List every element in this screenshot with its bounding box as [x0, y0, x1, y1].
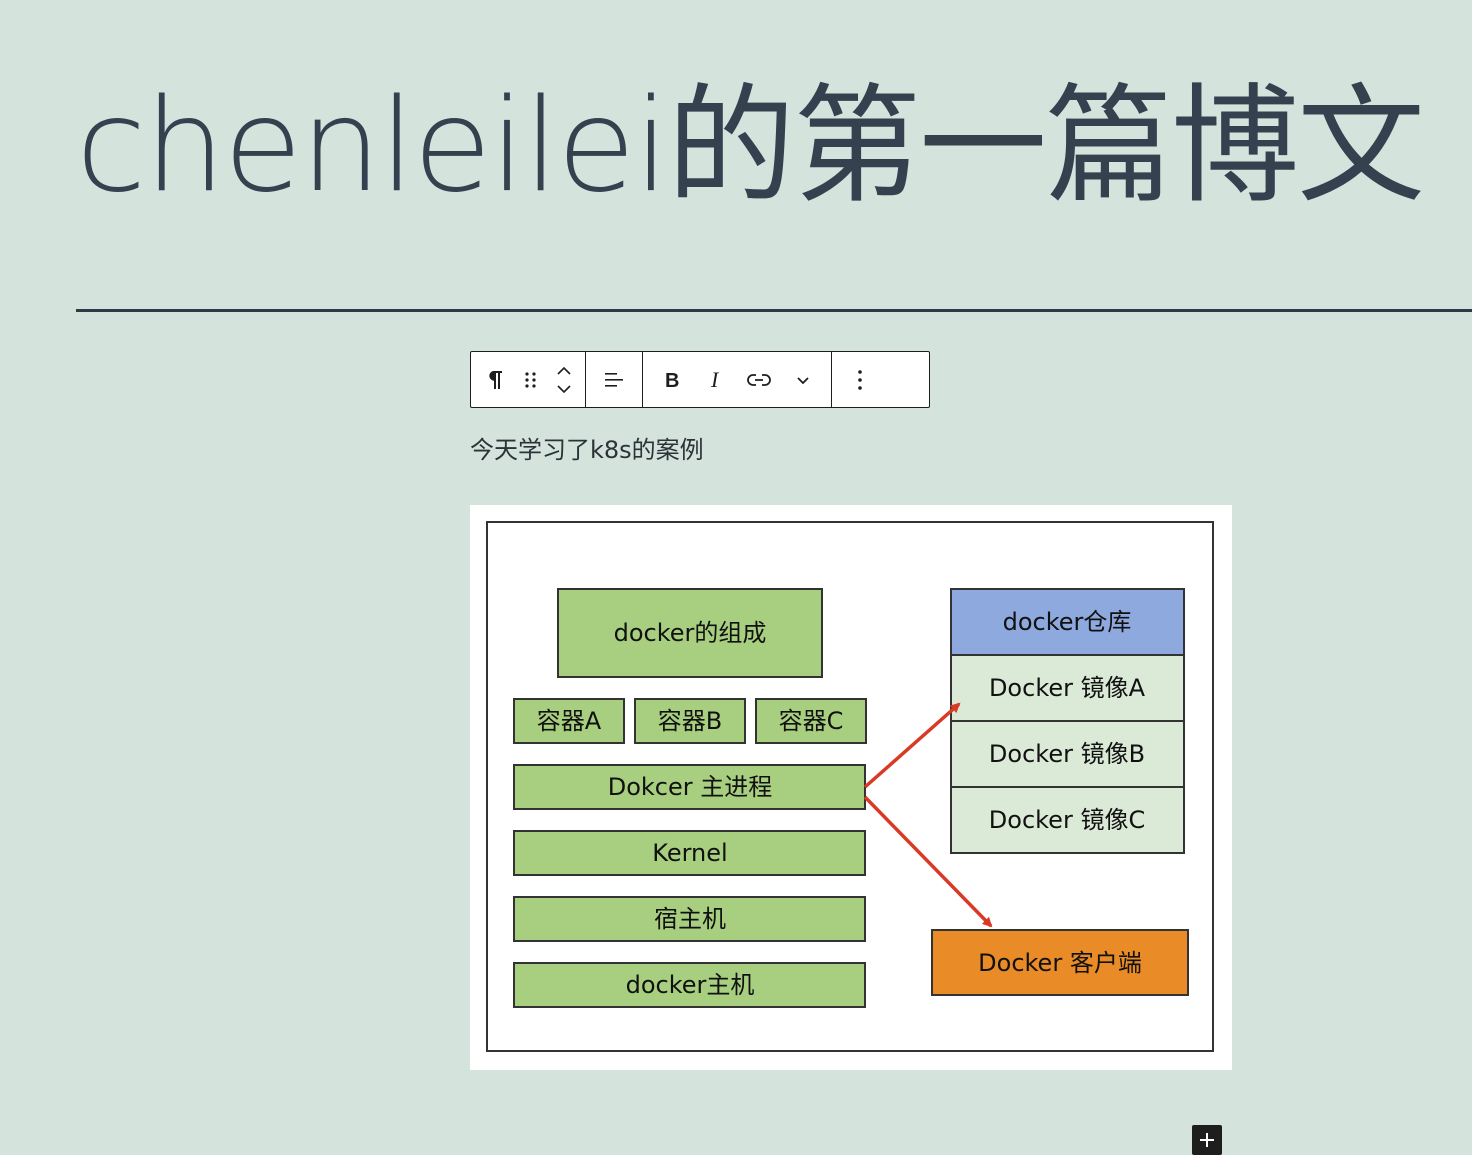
- docker-diagram: docker的组成 容器A 容器B 容器C Dokcer 主进程 Kernel …: [486, 521, 1214, 1052]
- image-item: [950, 654, 1185, 722]
- layer-label: docker主机: [626, 971, 755, 999]
- plus-icon: [1200, 1133, 1214, 1147]
- repository-header: [950, 588, 1185, 656]
- layer-box: [513, 896, 866, 942]
- italic-icon[interactable]: I: [693, 358, 737, 402]
- image-block[interactable]: docker的组成 容器A 容器B 容器C Dokcer 主进程 Kernel …: [470, 505, 1232, 1070]
- image-item: [950, 720, 1185, 788]
- container-label: 容器B: [658, 707, 722, 735]
- repository-label: docker仓库: [1003, 608, 1132, 636]
- link-icon[interactable]: [737, 358, 781, 402]
- chevron-down-icon[interactable]: [781, 358, 825, 402]
- image-label: Docker 镜像A: [989, 674, 1146, 702]
- client-label: Docker 客户端: [978, 949, 1142, 977]
- options-group: [832, 352, 888, 407]
- composition-label: docker的组成: [614, 619, 767, 647]
- move-up-icon[interactable]: [556, 362, 572, 380]
- svg-text:I: I: [710, 369, 720, 391]
- image-label: Docker 镜像B: [989, 740, 1145, 768]
- arrow-to-repository: [863, 702, 961, 789]
- move-down-icon[interactable]: [556, 380, 572, 398]
- separator-block[interactable]: [76, 309, 1472, 312]
- container-box: [513, 698, 625, 744]
- layer-box: [513, 830, 866, 876]
- bold-icon[interactable]: B: [649, 358, 693, 402]
- layer-label: 宿主机: [654, 905, 726, 933]
- container-box: [634, 698, 746, 744]
- layer-box: [513, 764, 866, 810]
- block-inserter-button[interactable]: [1192, 1125, 1222, 1155]
- paragraph-icon[interactable]: [477, 358, 513, 402]
- mover-group: [549, 358, 579, 402]
- block-toolbar: B I: [470, 351, 930, 408]
- image-item: [950, 786, 1185, 854]
- drag-handle-icon[interactable]: [513, 358, 549, 402]
- post-title[interactable]: chenleilei的第一篇博文: [76, 72, 1425, 221]
- block-switcher-group: [471, 352, 586, 407]
- composition-box: [557, 588, 823, 678]
- align-group: [586, 352, 643, 407]
- format-group: B I: [643, 352, 832, 407]
- align-left-icon[interactable]: [592, 358, 636, 402]
- arrow-to-client: [863, 795, 993, 928]
- container-label: 容器C: [779, 707, 844, 735]
- container-label: 容器A: [537, 707, 602, 735]
- layer-label: Dokcer 主进程: [608, 773, 773, 801]
- paragraph-block[interactable]: 今天学习了k8s的案例: [470, 436, 704, 464]
- image-label: Docker 镜像C: [989, 806, 1145, 834]
- svg-text:B: B: [665, 370, 679, 391]
- layer-label: Kernel: [652, 839, 727, 867]
- layer-box: [513, 962, 866, 1008]
- more-options-icon[interactable]: [838, 358, 882, 402]
- container-box: [755, 698, 867, 744]
- client-box: [931, 929, 1189, 996]
